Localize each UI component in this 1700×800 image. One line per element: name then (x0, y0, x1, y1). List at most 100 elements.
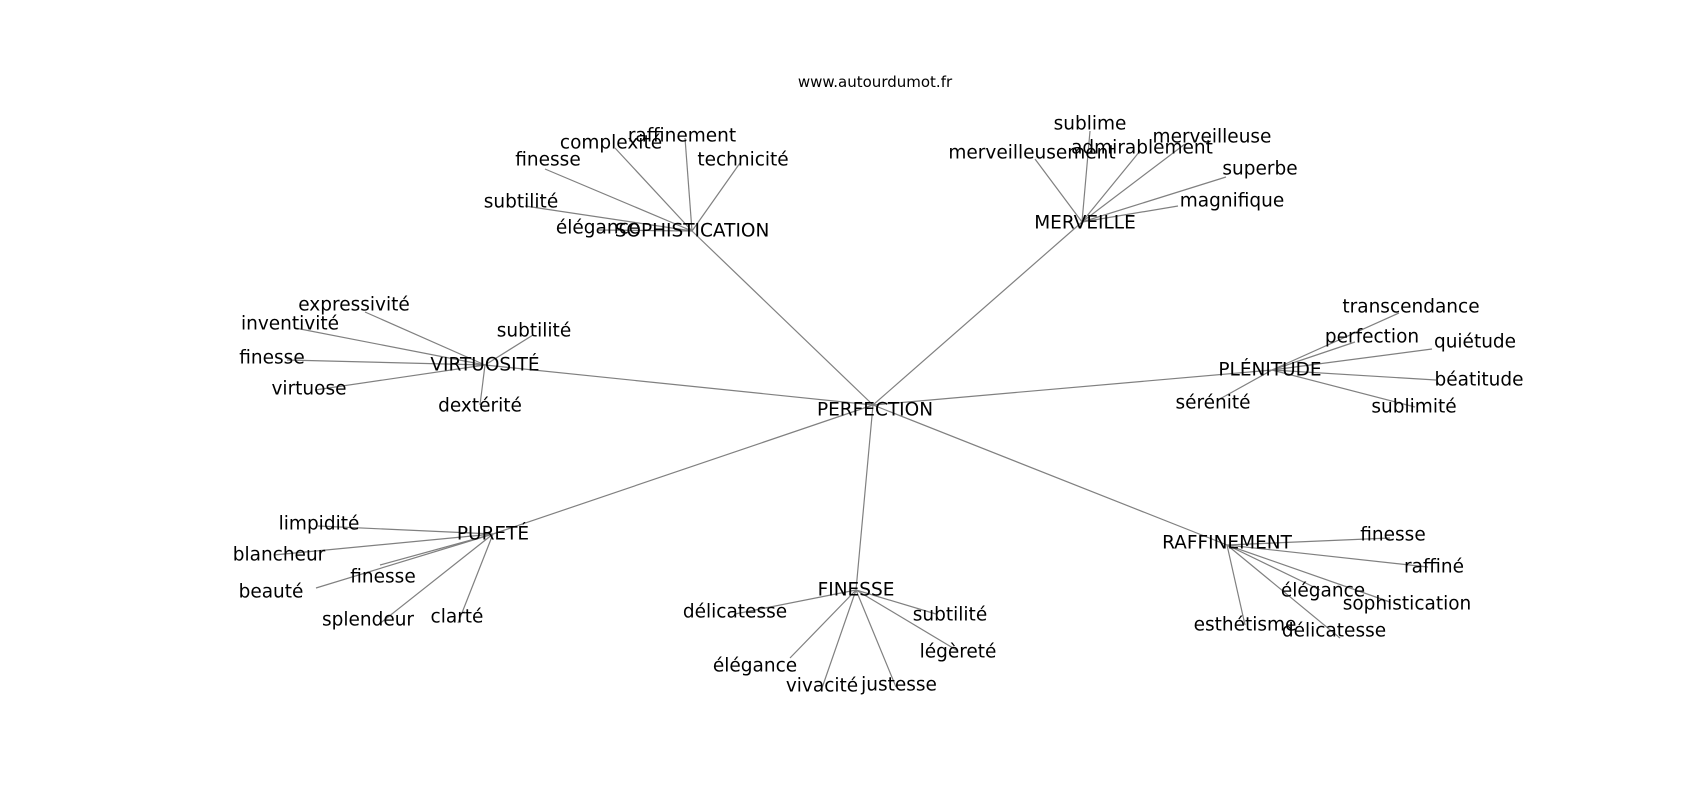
leaf-word-label[interactable]: raffinement (628, 126, 736, 147)
leaf-word-label[interactable]: sublimité (1371, 397, 1456, 418)
edge-sophistication-leaf (684, 137, 693, 232)
edge-purete-leaf (377, 533, 494, 626)
leaf-word-label[interactable]: expressivité (298, 295, 409, 316)
group-node-purete[interactable]: PURETÉ (457, 523, 529, 545)
edge-sophistication-leaf (614, 147, 693, 232)
group-node-finesse[interactable]: FINESSE (818, 580, 895, 601)
edge-virtuosite-leaf (364, 311, 486, 366)
edge-finesse-leaf (734, 589, 857, 615)
leaf-word-label[interactable]: sérénité (1175, 393, 1250, 414)
leaf-word-label[interactable]: inventivité (241, 314, 339, 335)
edge-merveille-leaf (1034, 158, 1083, 223)
leaf-word-label[interactable]: finesse (350, 567, 415, 588)
edge-plenitude-leaf (1271, 369, 1416, 408)
edge-virtuosite-leaf (484, 334, 534, 366)
source-label[interactable]: www.autourdumot.fr (798, 73, 953, 91)
edge-finesse-leaf (855, 589, 937, 615)
edge-merveille-leaf (1081, 143, 1186, 223)
edge-sophistication-leaf (597, 229, 693, 232)
leaf-word-label[interactable]: justesse (860, 675, 937, 696)
leaf-word-label[interactable]: transcendance (1342, 297, 1479, 318)
leaf-word-label[interactable]: complexité (560, 133, 662, 154)
edge-purete-leaf (317, 525, 494, 535)
edge-virtuosite-leaf (294, 327, 486, 366)
leaf-word-label[interactable]: subtilité (497, 321, 571, 342)
leaf-word-label[interactable]: élégance (1281, 581, 1365, 602)
edge-center-purete (492, 404, 874, 535)
leaf-word-label[interactable]: légèreté (920, 642, 997, 663)
leaf-word-label[interactable]: dextérité (438, 396, 522, 417)
leaf-word-label[interactable]: splendeur (322, 610, 414, 631)
edge-virtuosite-leaf (286, 359, 486, 366)
edge-plenitude-leaf (1271, 369, 1437, 381)
leaf-word-label[interactable]: finesse (1360, 525, 1425, 546)
group-node-raffinement[interactable]: RAFFINEMENT (1162, 533, 1293, 554)
edge-sophistication-leaf (691, 162, 741, 232)
leaf-word-label[interactable]: merveilleusement (948, 143, 1115, 164)
edge-plenitude-leaf (1271, 348, 1433, 371)
leaf-word-label[interactable]: raffiné (1404, 557, 1464, 578)
edge-purete-leaf (457, 533, 494, 624)
leaf-word-label[interactable]: limpidité (279, 514, 360, 535)
center-node-label[interactable]: PERFECTION (817, 400, 933, 421)
leaf-word-label[interactable]: clarté (431, 607, 484, 628)
edge-raffinement-leaf (1226, 544, 1341, 639)
group-node-virtuosite[interactable]: VIRTUOSITÉ (430, 354, 539, 376)
edge-virtuosite-leaf (479, 364, 486, 406)
edge-plenitude-leaf (1217, 369, 1273, 401)
leaf-word-label[interactable]: élégance (556, 218, 640, 239)
leaf-word-label[interactable]: merveilleuse (1153, 127, 1272, 148)
edge-raffinement-leaf (1226, 544, 1321, 591)
edge-finesse-leaf (789, 589, 857, 659)
leaf-word-label[interactable]: blancheur (233, 545, 326, 566)
leaf-word-label[interactable]: élégance (713, 656, 797, 677)
edge-virtuosite-leaf (314, 364, 486, 391)
edge-plenitude-leaf (1271, 341, 1356, 371)
edge-raffinement-leaf (1226, 544, 1246, 626)
leaf-word-label[interactable]: finesse (239, 348, 304, 369)
edge-merveille-leaf (1081, 205, 1179, 223)
edge-merveille-leaf (1081, 176, 1227, 223)
edge-merveille-leaf (1081, 130, 1091, 223)
leaf-word-label[interactable]: vivacité (786, 676, 858, 697)
edge-center-virtuosite (484, 364, 874, 406)
leaf-word-label[interactable]: quiétude (1434, 332, 1516, 353)
leaf-word-label[interactable]: béatitude (1435, 370, 1524, 391)
edge-center-merveille (872, 221, 1083, 406)
edge-center-sophistication (691, 230, 874, 406)
edges-layer (273, 130, 1437, 689)
edge-sophistication-leaf (544, 168, 693, 232)
leaf-word-label[interactable]: sophistication (1343, 594, 1472, 615)
group-node-merveille[interactable]: MERVEILLE (1034, 213, 1136, 234)
leaf-word-label[interactable]: virtuose (271, 379, 346, 400)
leaf-word-label[interactable]: superbe (1222, 159, 1297, 180)
leaf-word-label[interactable]: esthétisme (1194, 615, 1297, 636)
group-node-plenitude[interactable]: PLÉNITUDE (1218, 359, 1321, 381)
edge-raffinement-leaf (1226, 537, 1391, 546)
labels-layer: www.autourdumot.fr PERFECTION finessecom… (233, 73, 1524, 697)
leaf-word-label[interactable]: subtilité (484, 192, 558, 213)
edge-plenitude-leaf (1271, 312, 1400, 371)
edge-center-raffinement (872, 404, 1228, 546)
edge-purete-leaf (273, 533, 494, 556)
leaf-word-label[interactable]: délicatesse (1282, 621, 1386, 642)
edge-raffinement-leaf (1226, 544, 1391, 603)
edge-raffinement-leaf (1226, 544, 1429, 568)
edge-purete-leaf (315, 533, 494, 589)
leaf-word-label[interactable]: admirablement (1071, 138, 1213, 159)
edge-center-finesse (855, 404, 874, 591)
leaf-word-label[interactable]: perfection (1325, 327, 1419, 348)
group-node-sophistication[interactable]: SOPHISTICATION (615, 221, 770, 242)
leaf-word-label[interactable]: beauté (239, 582, 304, 603)
leaf-word-label[interactable]: finesse (515, 150, 580, 171)
leaf-word-label[interactable]: magnifique (1180, 191, 1284, 212)
edge-finesse-leaf (855, 589, 959, 652)
edge-sophistication-leaf (524, 205, 693, 232)
leaf-word-label[interactable]: technicité (697, 150, 788, 171)
leaf-word-label[interactable]: délicatesse (683, 602, 787, 623)
leaf-word-label[interactable]: sublime (1054, 114, 1127, 135)
edge-merveille-leaf (1081, 150, 1141, 223)
leaf-word-label[interactable]: subtilité (913, 605, 987, 626)
edge-center-plenitude (872, 369, 1273, 406)
